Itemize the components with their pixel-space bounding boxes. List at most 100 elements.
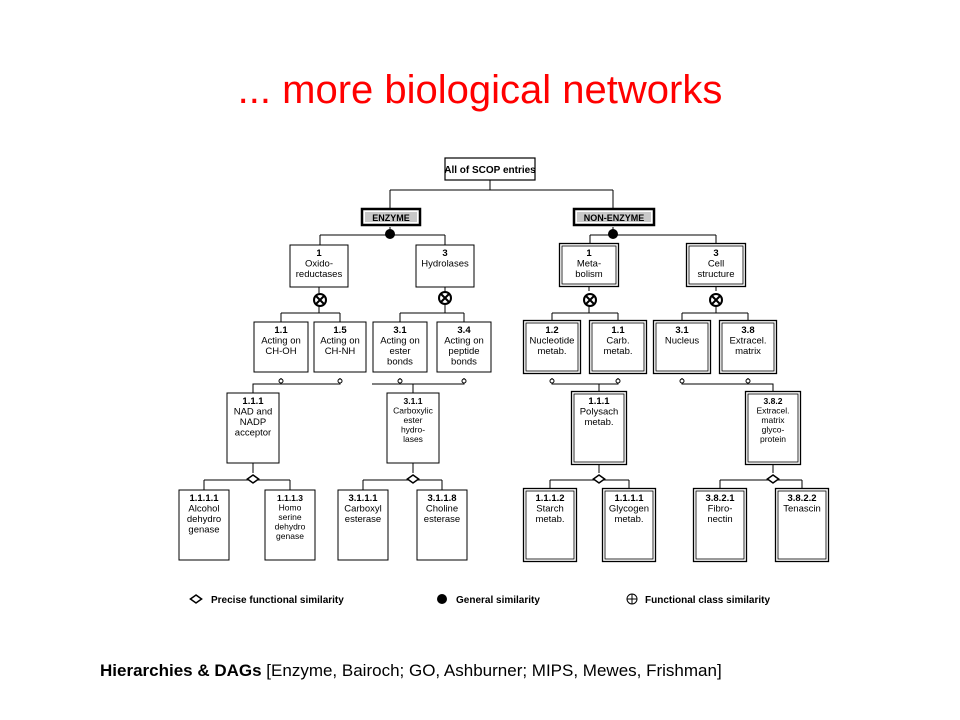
box-label: metab. xyxy=(535,514,564,525)
box-label: structure xyxy=(698,269,735,280)
box-label: Acting on xyxy=(261,336,301,347)
category-label: ENZYME xyxy=(372,213,410,223)
connector-line xyxy=(681,378,774,393)
box-code: 1.1 xyxy=(274,325,288,336)
box-label: metab. xyxy=(584,417,613,428)
root-node: All of SCOP entries xyxy=(444,157,536,181)
precise-similarity-marker xyxy=(246,474,260,484)
box-label: esterase xyxy=(345,514,381,525)
box-label: Extracel. xyxy=(730,336,767,347)
box-label: Acting on xyxy=(320,336,360,347)
connector-line xyxy=(307,378,341,385)
box-label: bolism xyxy=(575,269,603,280)
caption-rest: [Enzyme, Bairoch; GO, Ashburner; MIPS, M… xyxy=(261,661,722,680)
box-label: Acting on xyxy=(380,336,420,347)
box-label: genase xyxy=(276,531,304,541)
link-marker xyxy=(615,378,621,384)
connector-line xyxy=(552,378,619,385)
box-label: serine xyxy=(278,512,301,522)
legend-general-label: General similarity xyxy=(456,595,540,606)
general-similarity-marker xyxy=(385,229,395,239)
box-label: nectin xyxy=(707,514,732,525)
box-label: CH-OH xyxy=(265,346,296,357)
box-label: Oxido- xyxy=(305,259,333,270)
box-label: ester xyxy=(404,415,423,425)
box-label: peptide xyxy=(448,346,479,357)
box-code: 3.1 xyxy=(675,325,689,336)
precise-similarity-marker xyxy=(592,474,606,484)
slide-title: ... more biological networks xyxy=(237,68,723,112)
general-similarity-marker xyxy=(608,229,618,239)
link-marker xyxy=(397,378,403,384)
functional-class-marker xyxy=(313,293,327,307)
box-code: 3.1.1.8 xyxy=(427,493,456,504)
box-code: 1.1.1.1 xyxy=(614,493,644,504)
box-label: bonds xyxy=(451,357,477,368)
connector-line xyxy=(551,378,600,393)
box-label: Tenascin xyxy=(783,504,821,515)
legend-precise-label: Precise functional similarity xyxy=(211,595,344,606)
link-marker xyxy=(278,378,284,384)
caption-bold: Hierarchies & DAGs xyxy=(100,661,262,680)
box-label: glyco- xyxy=(762,425,785,435)
diagram-markers xyxy=(189,229,780,604)
box-label: Glycogen xyxy=(609,504,649,515)
box-label: metab. xyxy=(603,346,632,357)
link-marker xyxy=(337,378,343,384)
box-label: Meta- xyxy=(577,259,601,270)
functional-class-marker xyxy=(583,293,597,307)
box-label: Carb. xyxy=(606,336,629,347)
box-code: 3 xyxy=(713,248,718,259)
connector-line xyxy=(372,378,465,385)
box-code: 3.8.2.1 xyxy=(705,493,735,504)
box-label: NAD and xyxy=(234,407,273,418)
precise-similarity-marker xyxy=(189,594,203,604)
box-code: 1.1 xyxy=(611,325,625,336)
legend-general-marker xyxy=(437,594,447,604)
diagram-edges xyxy=(203,180,803,490)
box-label: ester xyxy=(389,346,410,357)
connector-line xyxy=(252,378,282,393)
box-label: acceptor xyxy=(235,428,271,439)
box-label: Starch xyxy=(536,504,563,515)
link-marker xyxy=(679,378,685,384)
box-label: NADP xyxy=(240,417,266,428)
box-label: Carboxylic xyxy=(393,406,433,416)
enzyme-category: ENZYME xyxy=(360,207,422,227)
category-label: NON-ENZYME xyxy=(584,213,645,223)
diagram-legend: Precise functional similarity General sim… xyxy=(211,593,770,606)
box-label: genase xyxy=(188,525,219,536)
box-label: matrix xyxy=(761,415,785,425)
box-label: bonds xyxy=(387,357,413,368)
box-label: Polysach xyxy=(580,407,619,418)
box-code: 3.1 xyxy=(393,325,407,336)
box-label: dehydro xyxy=(275,522,306,532)
box-label: Carboxyl xyxy=(344,504,382,515)
non-enzyme-category: NON-ENZYME xyxy=(572,207,656,227)
box-label: lases xyxy=(403,434,423,444)
box-label: Nucleus xyxy=(665,336,700,347)
box-label: Cell xyxy=(708,259,724,270)
box-label: Fibro- xyxy=(708,504,733,515)
slide-caption: Hierarchies & DAGs [Enzyme, Bairoch; GO,… xyxy=(100,661,722,681)
box-label: metab. xyxy=(614,514,643,525)
box-label: Extracel. xyxy=(756,406,789,416)
